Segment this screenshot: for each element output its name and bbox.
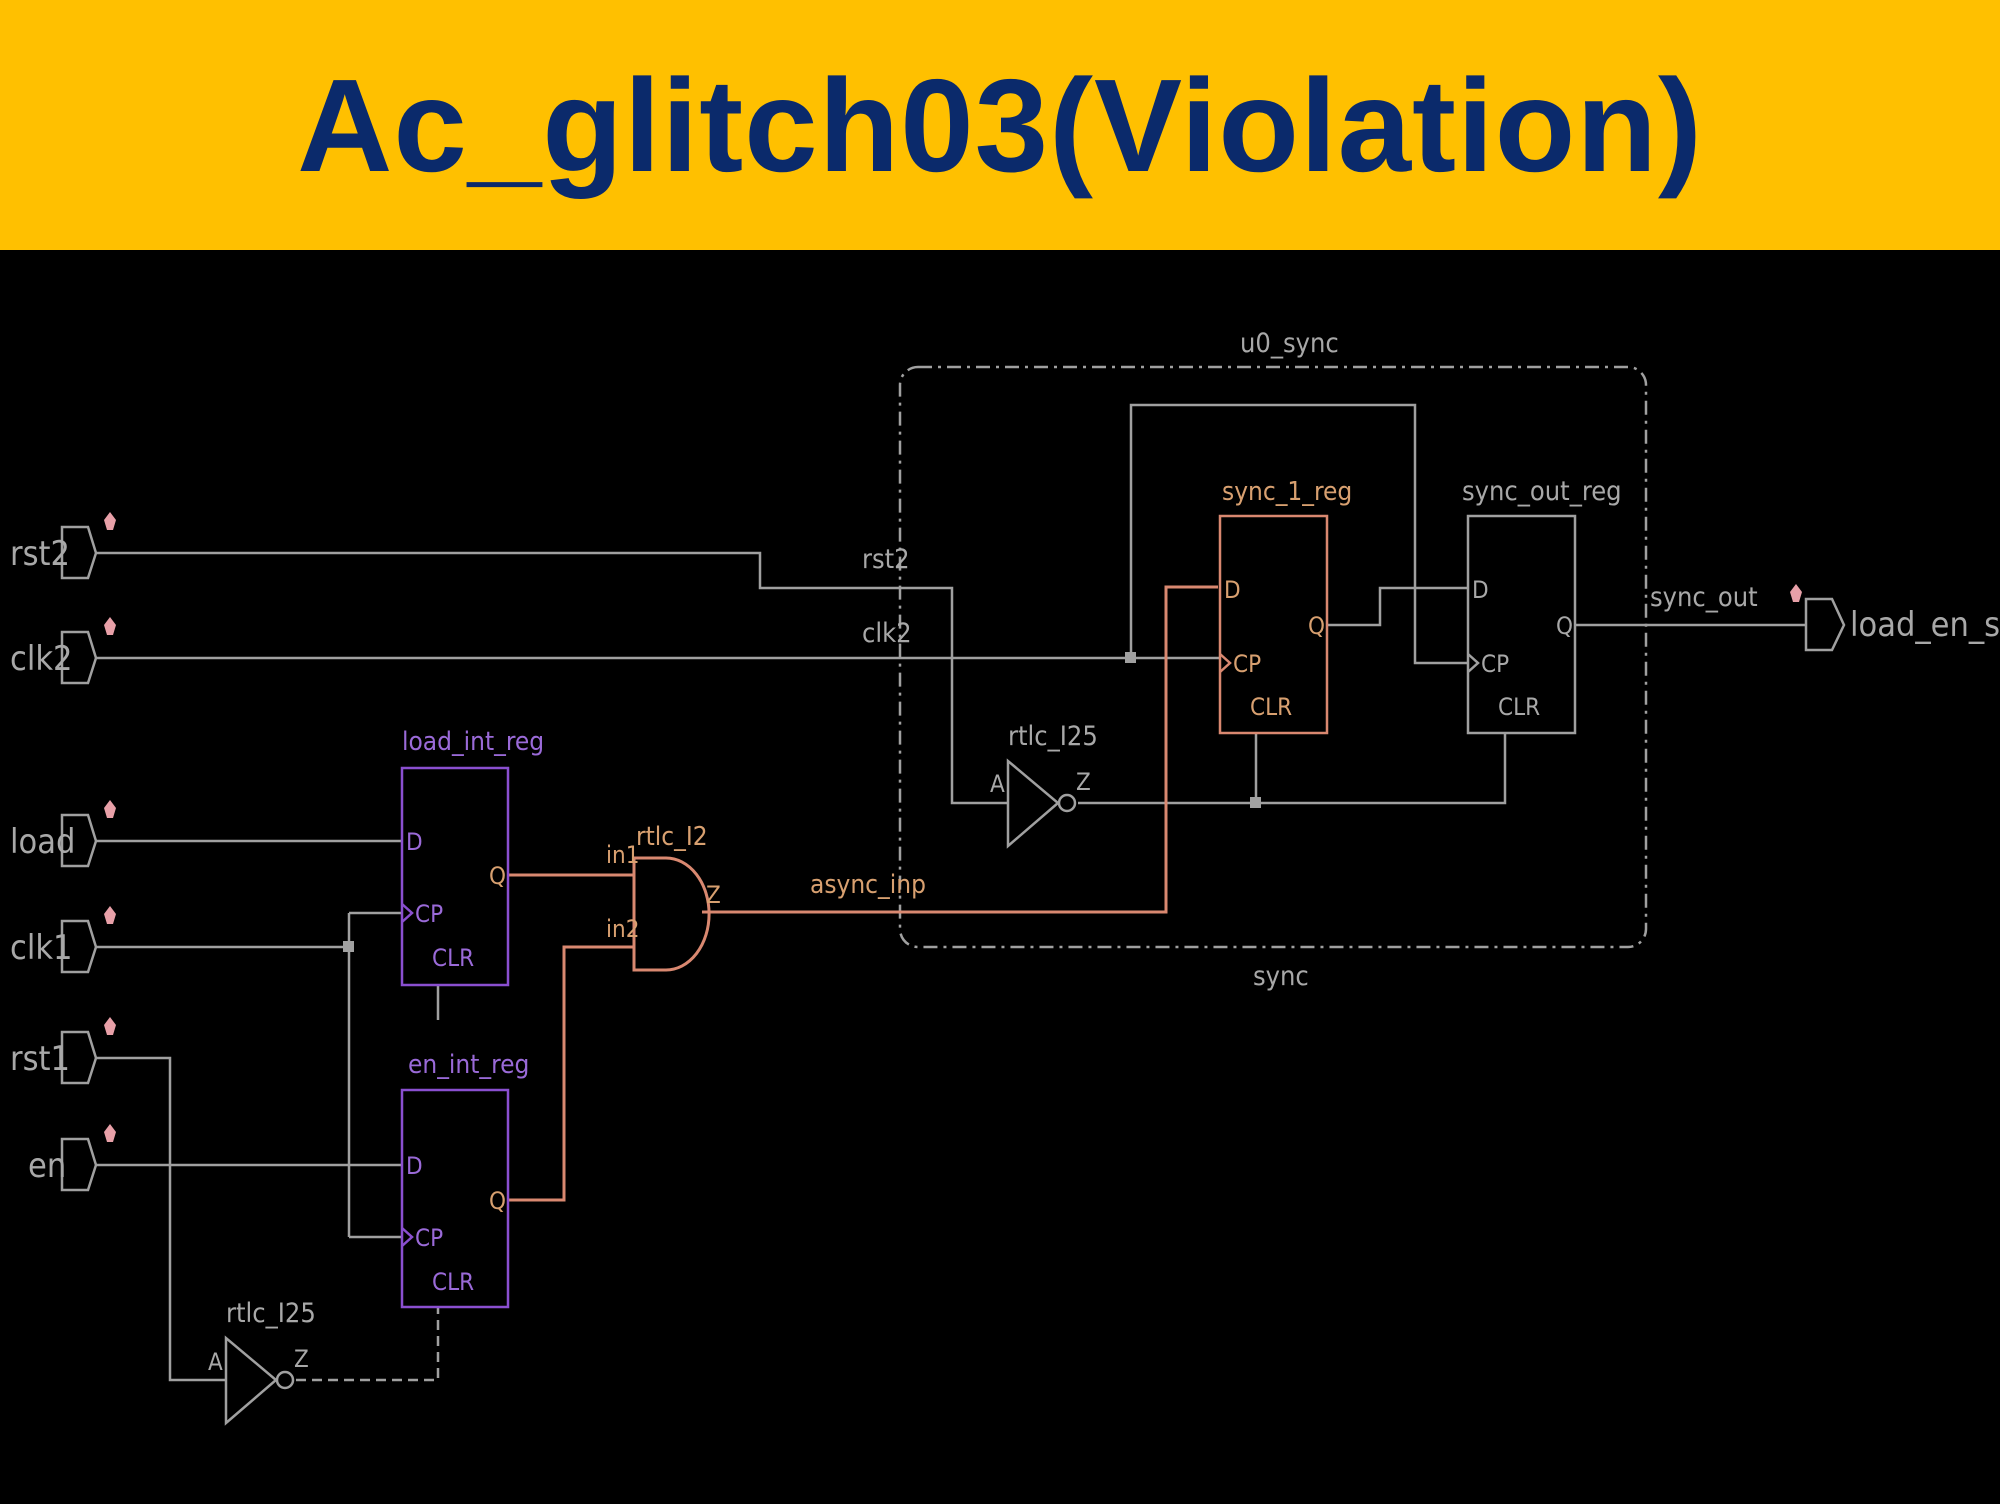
net-label-clk2: clk2 xyxy=(862,618,912,649)
flop-sync-out-reg[interactable]: sync_out_reg D CP CLR Q xyxy=(1462,476,1622,735)
net-label-sync-out: sync_out xyxy=(1650,582,1758,613)
port-label: en xyxy=(28,1146,66,1186)
port-marker-icon xyxy=(104,800,116,818)
port-label: rst1 xyxy=(10,1039,70,1079)
port-clk2[interactable]: clk2 xyxy=(10,617,116,685)
port-marker-icon xyxy=(104,1124,116,1142)
instance-label: en_int_reg xyxy=(408,1050,529,1080)
instance-label: rtlc_I25 xyxy=(1008,721,1098,752)
hier-label-u0-sync: u0_sync xyxy=(1240,328,1339,359)
flop-en-int-reg[interactable]: en_int_reg D CP CLR Q xyxy=(400,1050,529,1309)
hier-label-sync: sync xyxy=(1253,961,1309,992)
port-rst2[interactable]: rst2 xyxy=(10,512,116,580)
port-marker-icon xyxy=(1790,584,1802,602)
schematic-canvas: u0_sync sync xyxy=(0,250,2000,1500)
junction-dot xyxy=(1250,797,1261,808)
clock-pin-icon xyxy=(401,903,414,923)
port-marker-icon xyxy=(104,1017,116,1035)
schematic: u0_sync sync xyxy=(10,328,2000,1426)
port-marker-icon xyxy=(104,617,116,635)
pin-d: D xyxy=(1472,576,1489,604)
pin-a: A xyxy=(208,1348,223,1376)
pin-cp: CP xyxy=(1233,650,1261,678)
port-load-en-sync[interactable]: load_en_sync xyxy=(1790,584,2000,652)
junction-dot xyxy=(1125,652,1136,663)
port-marker-icon xyxy=(104,906,116,924)
port-marker-icon xyxy=(104,512,116,530)
title-banner: Ac_glitch03(Violation) xyxy=(0,0,2000,250)
pin-q: Q xyxy=(1308,612,1325,640)
inversion-bubble-icon xyxy=(1057,793,1077,813)
pin-d: D xyxy=(406,828,423,856)
violation-path xyxy=(508,585,1218,1202)
instance-label: rtlc_I2 xyxy=(636,822,708,852)
pin-d: D xyxy=(406,1152,423,1180)
port-en[interactable]: en xyxy=(28,1124,116,1192)
pin-cp: CP xyxy=(415,900,443,928)
pin-in2: in2 xyxy=(606,915,639,943)
and-gate-rtlc-i2[interactable]: rtlc_I2 in1 in2 Z xyxy=(606,822,721,972)
page-title: Ac_glitch03(Violation) xyxy=(297,51,1703,199)
port-label: rst2 xyxy=(10,534,70,574)
inverter-rtlc-i25-sync[interactable]: rtlc_I25 A Z xyxy=(990,721,1098,849)
instance-label: rtlc_I25 xyxy=(226,1298,316,1329)
flop-load-int-reg[interactable]: load_int_reg D CP CLR Q xyxy=(400,727,544,987)
pin-z: Z xyxy=(706,881,721,909)
pin-q: Q xyxy=(489,1187,506,1215)
clock-pin-icon xyxy=(1219,653,1232,673)
port-label: clk1 xyxy=(10,928,73,968)
pin-cp: CP xyxy=(1481,650,1509,678)
instance-label: sync_1_reg xyxy=(1222,477,1352,507)
pin-q: Q xyxy=(489,862,506,890)
pin-d: D xyxy=(1224,576,1241,604)
instance-label: load_int_reg xyxy=(402,727,544,757)
net-label-async-inp: async_inp xyxy=(810,870,926,900)
pin-z: Z xyxy=(1076,768,1091,796)
pin-z: Z xyxy=(294,1345,309,1373)
inversion-bubble-icon xyxy=(275,1370,295,1390)
junction-dot xyxy=(343,941,354,952)
pin-q: Q xyxy=(1556,612,1573,640)
pin-clr: CLR xyxy=(432,1268,474,1296)
pin-clr: CLR xyxy=(432,944,474,972)
net-label-rst2: rst2 xyxy=(862,544,910,575)
port-label: load xyxy=(10,822,75,862)
wires xyxy=(96,403,1806,1382)
port-label: load_en_sync xyxy=(1850,605,2000,645)
inverter-rtlc-i25-bottom[interactable]: rtlc_I25 A Z xyxy=(208,1298,316,1426)
clock-pin-icon xyxy=(1467,653,1480,673)
port-rst1[interactable]: rst1 xyxy=(10,1017,116,1085)
pin-cp: CP xyxy=(415,1224,443,1252)
flop-sync-1-reg[interactable]: sync_1_reg D CP CLR Q xyxy=(1218,477,1352,735)
pin-a: A xyxy=(990,770,1005,798)
pin-clr: CLR xyxy=(1498,693,1540,721)
port-label: clk2 xyxy=(10,639,73,679)
port-load[interactable]: load xyxy=(10,800,116,868)
pin-in1: in1 xyxy=(606,841,639,869)
pin-clr: CLR xyxy=(1250,693,1292,721)
instance-label: sync_out_reg xyxy=(1462,476,1622,507)
clock-pin-icon xyxy=(401,1227,414,1247)
port-clk1[interactable]: clk1 xyxy=(10,906,116,974)
